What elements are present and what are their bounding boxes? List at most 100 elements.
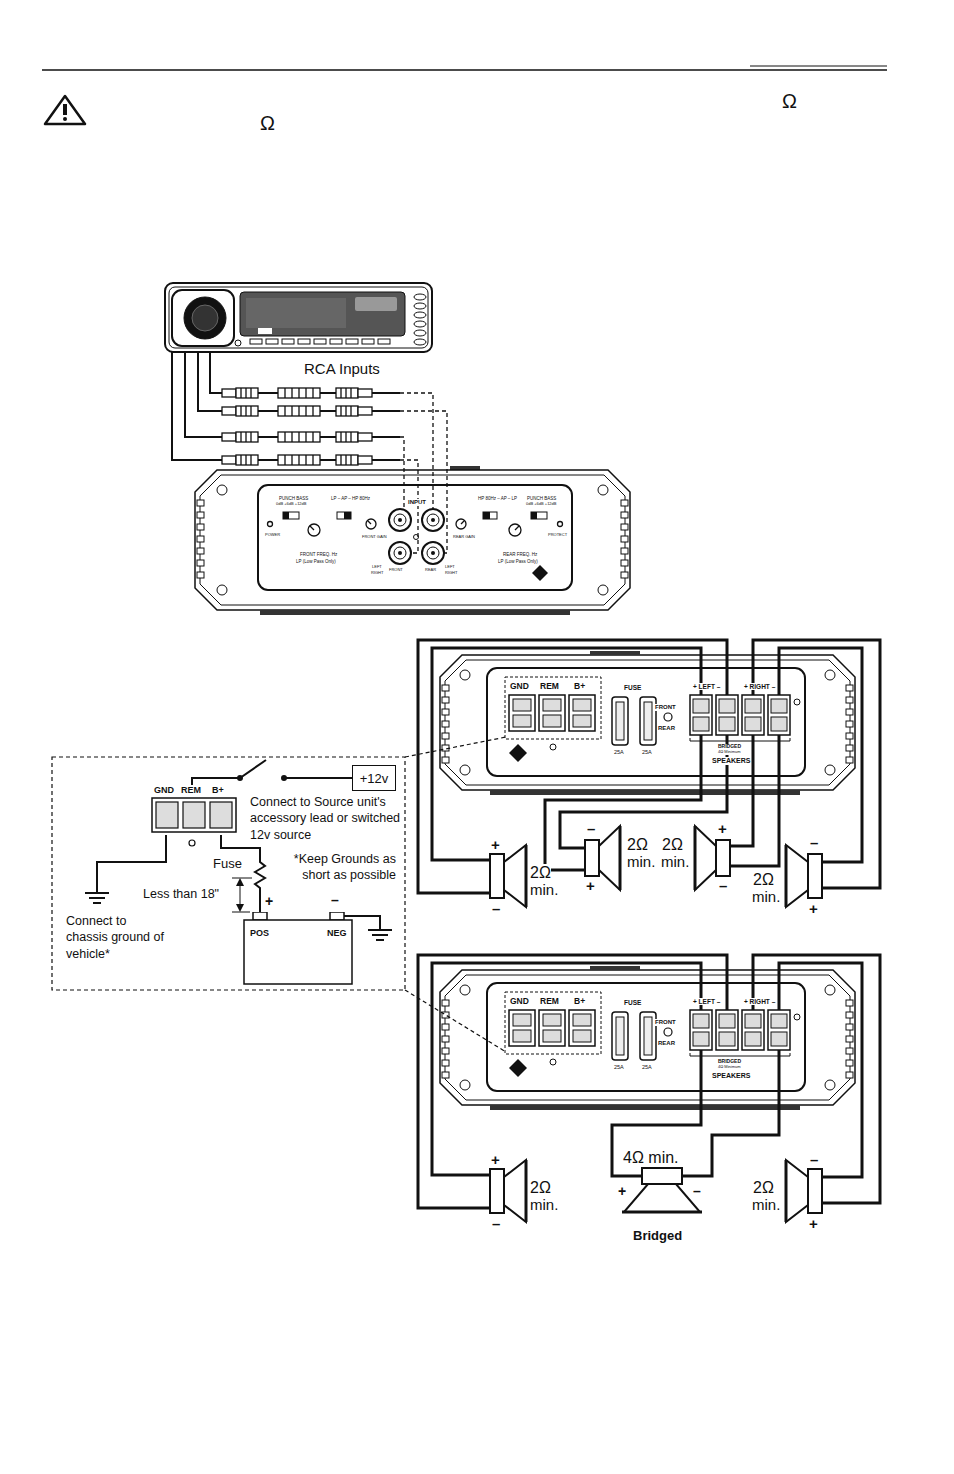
label-text: REAR GAIN	[453, 535, 475, 540]
speaker-wires	[418, 640, 727, 893]
label-text: FUSE	[624, 999, 641, 1006]
amplifier-signal-panel	[621, 500, 628, 506]
inset-wiring	[97, 835, 166, 893]
head-unit	[330, 339, 342, 344]
amplifier-signal-panel	[310, 521, 519, 530]
label-text: –	[810, 834, 818, 851]
label-text: RIGHT	[371, 571, 383, 576]
label-text: GND	[510, 682, 529, 692]
label-text: 2Ω	[530, 864, 551, 882]
label-text: REAR FREQ. Hz	[503, 552, 537, 557]
amplifier-power-panel	[440, 966, 855, 1110]
amplifier-signal-panel	[621, 536, 628, 542]
head-unit	[282, 339, 294, 344]
label-text: BRIDGED	[718, 744, 741, 750]
label-text: LEFT	[372, 565, 382, 570]
amplifier-signal-panel	[621, 512, 628, 518]
rca-cables	[185, 352, 400, 437]
amplifier-signal-panel	[200, 475, 625, 605]
label-text: B+	[574, 682, 585, 692]
rca-plug-row	[222, 406, 372, 416]
speaker-symbols	[642, 1168, 682, 1184]
rca-dashed-routes	[400, 437, 404, 509]
inset-frame	[405, 990, 506, 1052]
speaker-wires	[560, 735, 727, 848]
label-text: min.	[752, 1196, 780, 1213]
head-unit	[172, 290, 234, 346]
node-text: REM	[181, 785, 201, 796]
inset-wiring	[236, 878, 244, 886]
amplifier-signal-panel	[344, 512, 351, 519]
head-unit	[346, 339, 358, 344]
amplifier-signal-panel	[621, 524, 628, 530]
label-text: Ω	[782, 90, 797, 113]
label-text: INPUT	[408, 499, 426, 506]
label-text: 25A	[642, 749, 652, 755]
amplifier-signal-panel	[197, 536, 204, 542]
speaker-symbols	[624, 1184, 700, 1212]
label-text: Connect to chassis ground of vehicle*	[66, 913, 166, 962]
label-text: min.	[627, 853, 655, 870]
amplifier-signal-panel	[427, 547, 439, 559]
label-text: –	[492, 900, 500, 917]
battery-case	[244, 920, 352, 984]
speaker-symbols	[785, 1160, 788, 1222]
amplifier-signal-panel	[197, 560, 204, 566]
speaker-wires	[545, 735, 701, 870]
speaker-wires	[730, 735, 779, 866]
speaker-symbols	[694, 826, 697, 890]
node-text: +12v	[360, 771, 389, 786]
amplifier-signal-panel	[621, 548, 628, 554]
head-unit	[192, 305, 218, 331]
amplifier-signal-panel	[197, 512, 204, 518]
label-text: 2Ω	[530, 1179, 551, 1197]
amplifier-signal-panel	[532, 565, 548, 581]
warning-icon	[45, 96, 85, 124]
page-rule	[750, 66, 887, 67]
head-unit	[240, 292, 405, 336]
node-text: POS	[250, 928, 269, 939]
inset-wiring	[85, 893, 109, 903]
label-text: min.	[661, 853, 689, 870]
head-unit	[235, 294, 426, 346]
speaker-wires	[779, 963, 862, 1177]
speaker-symbols	[785, 845, 788, 907]
amplifier-signal-panel	[483, 512, 497, 519]
amplifier-signal-panel	[389, 542, 411, 564]
supply-box: +12v	[352, 765, 396, 791]
label-text: PUNCH BASS	[527, 496, 556, 501]
speaker-symbols	[504, 845, 526, 907]
label-text: 25A	[614, 1064, 624, 1070]
label-text: –	[810, 1151, 818, 1168]
amplifier-signal-panel	[268, 522, 273, 527]
rca-plug-row	[222, 455, 372, 465]
rca-plug-row	[222, 388, 372, 398]
amplifier-signal-panel	[483, 512, 490, 519]
amplifier-signal-panel	[195, 470, 630, 610]
head-unit	[414, 303, 426, 309]
label-text: BRIDGED	[718, 1059, 741, 1065]
power-wire	[192, 760, 352, 785]
head-unit	[314, 339, 326, 344]
warning-icon	[63, 104, 67, 115]
amplifier-signal-panel	[197, 524, 204, 530]
label-text: min.	[530, 881, 558, 898]
amplifier-signal-panel	[598, 485, 608, 495]
speaker-symbols	[490, 854, 504, 898]
amplifier-signal-panel	[422, 542, 444, 564]
label-text: LP (Low Pass Only)	[498, 559, 538, 564]
rca-dashed-routes	[400, 393, 447, 553]
label-text: FUSE	[624, 684, 641, 691]
power-wire	[221, 835, 265, 912]
label-text: FRONT	[389, 568, 403, 573]
battery: POSNEG	[243, 912, 353, 985]
label-text: +	[809, 900, 818, 917]
label-text: 25A	[642, 1064, 652, 1070]
label-text: RCA Inputs	[304, 360, 380, 377]
label-text: *Keep Grounds as short as possible	[283, 851, 396, 884]
amplifier-signal-panel	[598, 585, 608, 595]
amplifier-signal-panel	[394, 514, 406, 526]
head-unit	[355, 297, 397, 311]
label-text: 2Ω	[753, 1179, 774, 1197]
